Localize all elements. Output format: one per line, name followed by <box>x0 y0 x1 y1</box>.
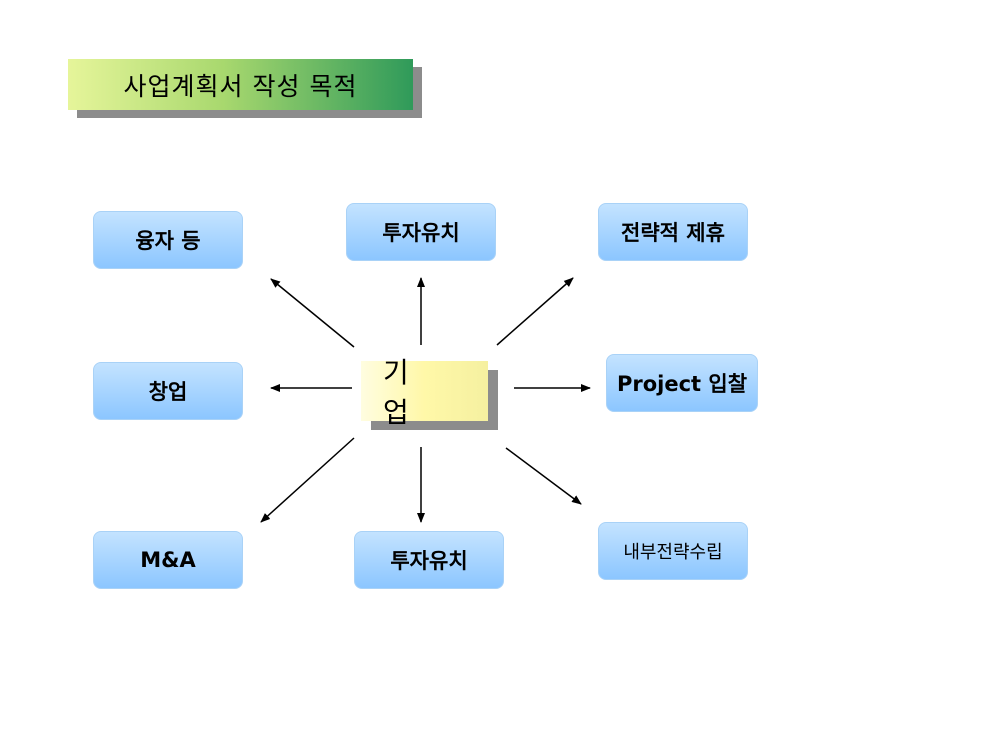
node-bottom-right: 내부전략수립 <box>598 522 748 580</box>
center-node: 기 업 <box>361 356 488 429</box>
node-top-center: 투자유치 <box>346 203 496 261</box>
page-title: 사업계획서 작성 목적 <box>68 59 413 110</box>
arrow-to-top-right <box>496 277 574 346</box>
node-mid-right: Project 입찰 <box>606 354 758 412</box>
node-top-left: 융자 등 <box>93 211 243 269</box>
arrow-to-bottom-right <box>505 447 582 505</box>
arrow-to-bottom-left <box>260 437 355 523</box>
node-bottom-left: M&A <box>93 531 243 589</box>
node-top-right: 전략적 제휴 <box>598 203 748 261</box>
node-bottom-center: 투자유치 <box>354 531 504 589</box>
node-mid-left: 창업 <box>93 362 243 420</box>
arrow-to-top-left <box>270 278 355 348</box>
